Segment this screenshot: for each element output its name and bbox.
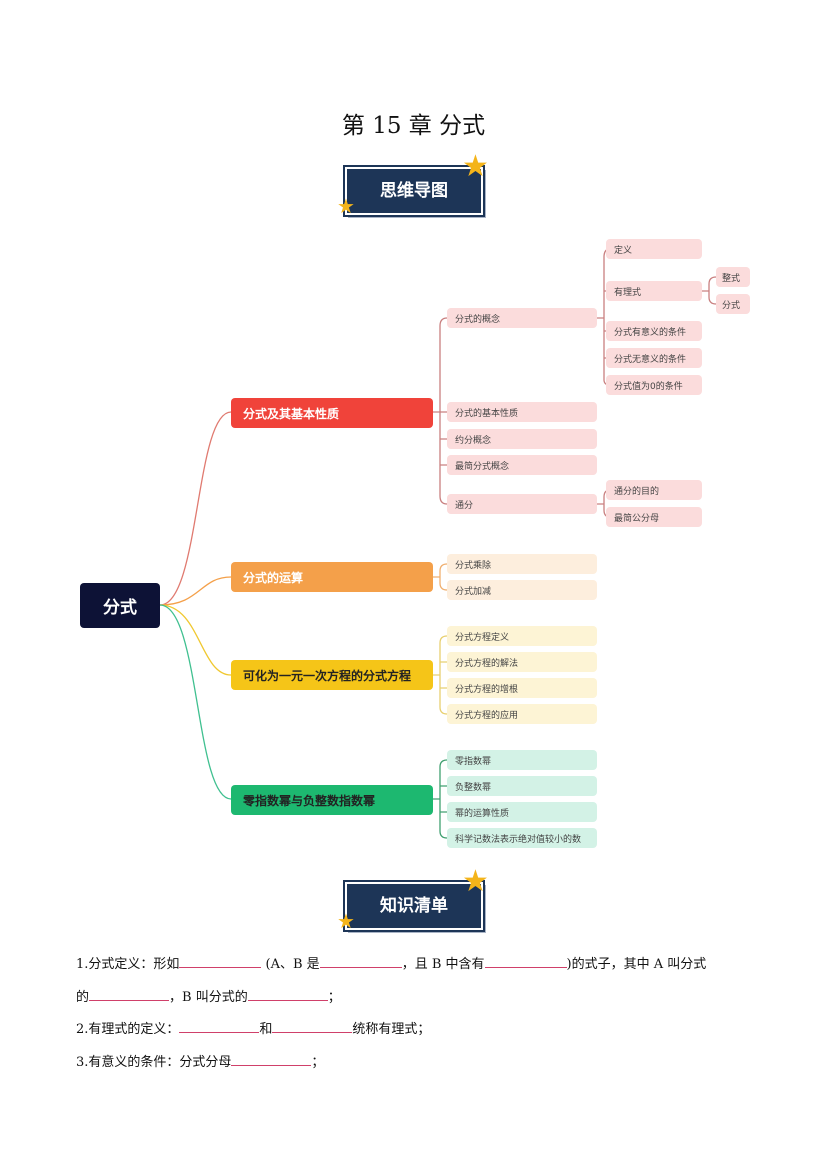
mindmap-node: 分式乘除 [447, 554, 597, 574]
fill-blank[interactable] [89, 987, 170, 1001]
mindmap-node: 分式的概念 [447, 308, 597, 328]
mindmap-node: 分式无意义的条件 [606, 348, 702, 368]
text: 的 [76, 990, 90, 1005]
knowledge-section-badge: 知识清单 [343, 880, 485, 932]
mindmap-node: 分式有意义的条件 [606, 321, 702, 341]
mindmap-node: 分式方程的解法 [447, 652, 597, 672]
mindmap-section-badge: 思维导图 [343, 165, 485, 217]
branch-exponents: 零指数幂与负整数指数幂 [231, 785, 433, 815]
mindmap-node: 分式的基本性质 [447, 402, 597, 422]
fill-blank[interactable] [179, 954, 262, 968]
text: 1.分式定义：形如 [76, 957, 180, 972]
text: 和 [259, 1022, 273, 1037]
mindmap-node: 通分的目的 [606, 480, 702, 500]
mindmap-root: 分式 [80, 583, 160, 628]
mindmap-node: 分式方程的应用 [447, 704, 597, 724]
text: ； [311, 1055, 325, 1070]
mindmap-node: 零指数幂 [447, 750, 597, 770]
mindmap-node: 通分 [447, 494, 597, 514]
text: 2.有理式的定义： [76, 1022, 180, 1037]
mindmap-node: 最简分式概念 [447, 455, 597, 475]
page-title: 第 15 章 分式 [341, 113, 486, 139]
mindmap-node: 分式 [716, 294, 750, 314]
star-icon: ★ [337, 909, 355, 933]
branch-fraction-properties: 分式及其基本性质 [231, 398, 433, 428]
knowledge-line-3: 2.有理式的定义： 和 统称有理式； [76, 1018, 430, 1037]
text: ，且 B 中含有 [401, 957, 485, 972]
mindmap-node: 负整数幂 [447, 776, 597, 796]
mindmap-node: 分式方程定义 [447, 626, 597, 646]
text: ，B 叫分式的 [169, 990, 248, 1005]
star-icon: ★ [337, 194, 355, 218]
text: )的式子，其中 A 叫分式 [566, 957, 707, 972]
fill-blank[interactable] [179, 1019, 260, 1033]
knowledge-line-4: 3.有意义的条件：分式分母 ； [76, 1051, 324, 1070]
fill-blank[interactable] [484, 954, 567, 968]
text: 统称有理式； [352, 1022, 431, 1037]
mindmap-node: 约分概念 [447, 429, 597, 449]
knowledge-line-1: 1.分式定义：形如 (A、B 是 ，且 B 中含有 )的式子，其中 A 叫分式 [76, 953, 706, 972]
mindmap-node: 整式 [716, 267, 750, 287]
mindmap-node: 幂的运算性质 [447, 802, 597, 822]
text: 3.有意义的条件：分式分母 [76, 1055, 232, 1070]
mindmap-node: 分式值为0的条件 [606, 375, 702, 395]
mindmap-node: 定义 [606, 239, 702, 259]
text: ； [327, 990, 341, 1005]
fill-blank[interactable] [272, 1019, 353, 1033]
mindmap-node: 有理式 [606, 281, 702, 301]
mindmap-node: 分式加减 [447, 580, 597, 600]
fill-blank[interactable] [247, 987, 328, 1001]
fill-blank[interactable] [231, 1052, 312, 1066]
fill-blank[interactable] [319, 954, 402, 968]
star-icon: ★ [462, 864, 489, 899]
star-icon: ★ [462, 149, 489, 184]
branch-fraction-operations: 分式的运算 [231, 562, 433, 592]
mindmap-node: 分式方程的增根 [447, 678, 597, 698]
branch-fraction-equations: 可化为一元一次方程的分式方程 [231, 660, 433, 690]
mindmap-node: 最简公分母 [606, 507, 702, 527]
knowledge-line-2: 的 ，B 叫分式的 ； [76, 986, 341, 1005]
mindmap-node: 科学记数法表示绝对值较小的数 [447, 828, 597, 848]
text: (A、B 是 [261, 957, 320, 972]
